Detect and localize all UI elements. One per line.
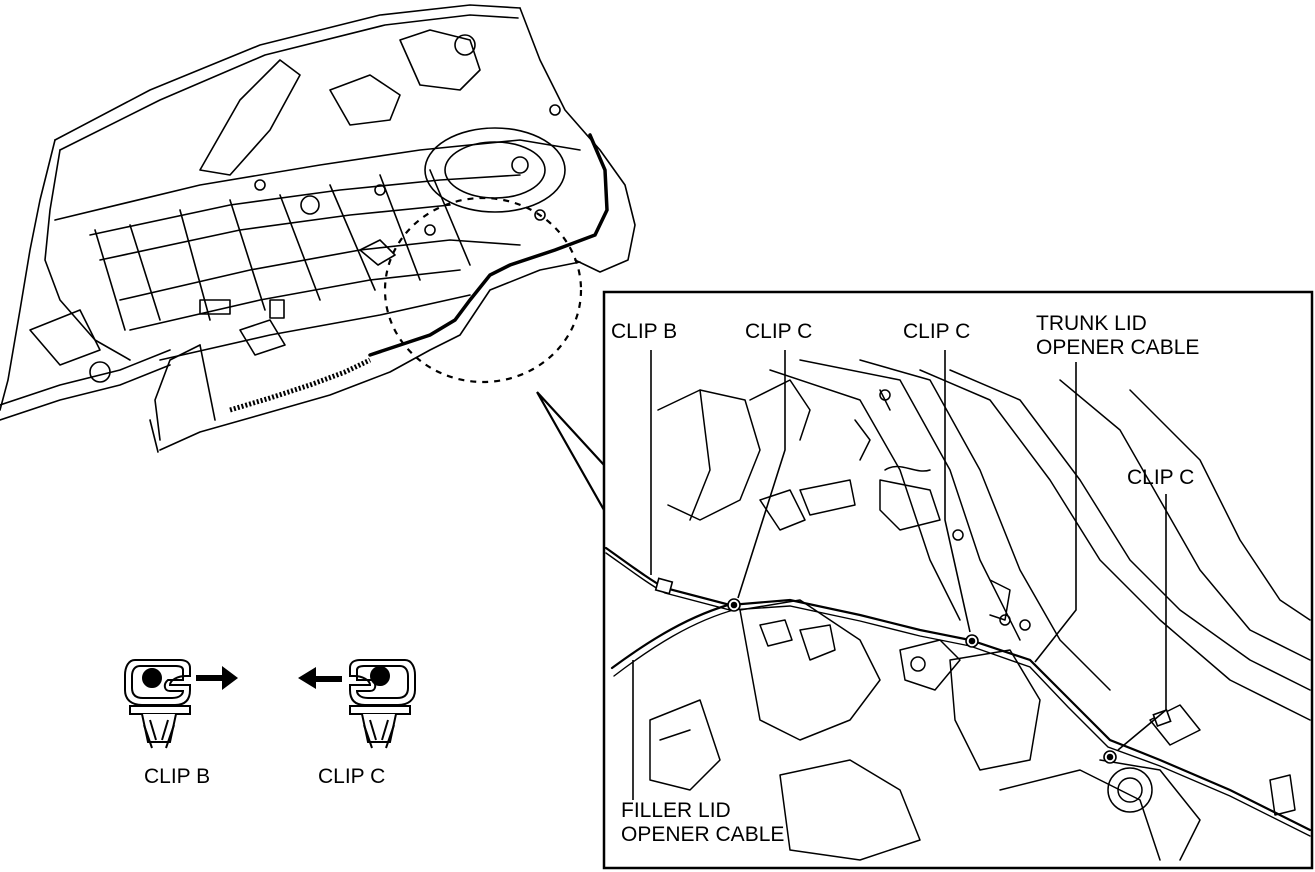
detail-pointer [536, 391, 605, 511]
overview-cable-route [368, 133, 609, 357]
callout-filler-lid-opener-cable: FILLER LID OPENER CABLE [621, 799, 784, 847]
clip-c-arrow [298, 667, 342, 689]
detail-circle [383, 196, 583, 384]
trunk-lid-line1: TRUNK LID [1036, 312, 1147, 335]
callout-clip-c-3: CLIP C [1127, 466, 1195, 489]
overview-cable-dashed [229, 357, 372, 413]
callout-clip-c-1: CLIP C [745, 320, 813, 343]
vehicle-underbody-overview [0, 4, 636, 453]
clip-b-illustration [124, 659, 191, 749]
callout-clip-c-2: CLIP C [903, 320, 971, 343]
detail-clips [654, 577, 1172, 764]
clip-c-illustration [349, 659, 416, 749]
trunk-lid-line2: OPENER CABLE [1036, 336, 1200, 359]
leader-lines [632, 350, 1167, 800]
filler-lid-line2: OPENER CABLE [621, 823, 785, 846]
callout-clip-b: CLIP B [611, 320, 678, 343]
legend-clip-c-label: CLIP C [318, 765, 386, 788]
filler-lid-line1: FILLER LID [621, 799, 731, 822]
detail-view-linework [649, 359, 1311, 861]
legend-clip-b-label: CLIP B [144, 765, 211, 788]
clip-b-arrow [196, 666, 238, 690]
callout-trunk-lid-opener-cable: TRUNK LID OPENER CABLE [1036, 312, 1199, 360]
